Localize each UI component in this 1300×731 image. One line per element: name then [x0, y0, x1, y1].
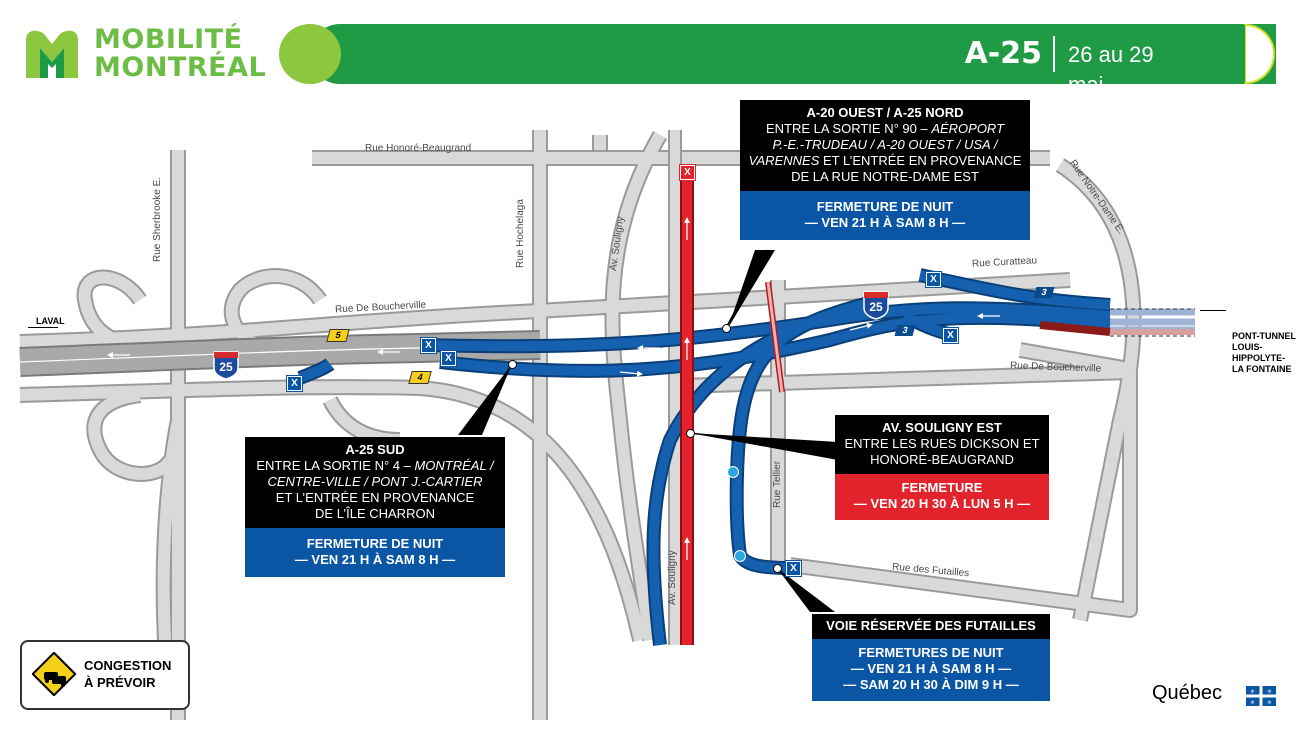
exit-3-sign: 3	[1033, 287, 1055, 298]
closure-title: A-25 SUD	[345, 442, 405, 457]
closure-time: — VEN 21 H À SAM 8 H —	[294, 552, 456, 567]
congestion-line-2: À PRÉVOIR	[84, 675, 156, 690]
closure-box-futailles: VOIE RÉSERVÉE DES FUTAILLES FERMETURES D…	[812, 614, 1050, 701]
date-range: 26 au 29 mai	[1068, 42, 1154, 97]
bike-icon	[734, 550, 746, 562]
street-label-sherbrooke: Rue Sherbrooke E.	[152, 176, 163, 262]
closure-x-icon: X	[679, 164, 696, 181]
laval-arrow-icon	[28, 327, 58, 328]
closure-desc-line: ENTRE LES RUES DICKSON ET	[844, 436, 1040, 451]
tunnel-arrow-icon	[1200, 310, 1226, 311]
closure-box-souligny: AV. SOULIGNY EST ENTRE LES RUES DICKSON …	[835, 415, 1049, 520]
pont-tunnel-line: PONT-TUNNEL	[1232, 331, 1296, 341]
exit-3-sign: 3	[894, 325, 916, 336]
closure-desc-line: P.-E.-TRUDEAU / A-20 OUEST / USA /	[772, 137, 998, 152]
marker-pin	[722, 324, 731, 333]
highway-shield-icon	[862, 290, 890, 320]
header-bar	[310, 24, 1276, 84]
closure-desc-line: ET L’ENTRÉE EN PROVENANCE	[275, 490, 475, 505]
government-wordmark: Québec	[1152, 682, 1223, 704]
logo-icon	[22, 26, 82, 82]
closure-desc-line: VARENNES ET L’ENTRÉE EN PROVENANCE	[748, 153, 1022, 168]
exit-5-sign: 5	[326, 329, 350, 342]
header-divider	[1053, 36, 1055, 72]
header-dot-icon	[279, 24, 341, 84]
closure-time: — VEN 21 H À SAM 8 H —	[804, 215, 966, 230]
laval-label: LAVAL	[36, 316, 65, 326]
street-label-souligny-south: Av. Souligny	[667, 550, 678, 605]
closure-status: FERMETURE DE NUIT	[306, 536, 444, 551]
highway-shield-icon	[212, 350, 240, 380]
closure-title: AV. SOULIGNY EST	[882, 420, 1002, 435]
svg-text:⚜: ⚜	[1250, 689, 1255, 696]
logo-line-1: MOBILITÉ	[94, 24, 243, 55]
half-circle-icon	[1214, 23, 1276, 85]
closure-time: — VEN 21 H À SAM 8 H —	[850, 661, 1012, 676]
marker-pin	[773, 564, 782, 573]
congestion-line-1: CONGESTION	[84, 658, 172, 673]
closure-desc-line: DE LA RUE NOTRE-DAME EST	[791, 169, 979, 184]
street-label-hochelaga: Rue Hochelaga	[515, 199, 526, 268]
closure-time: — SAM 20 H 30 À DIM 9 H —	[843, 677, 1019, 692]
closure-box-a20: A-20 OUEST / A-25 NORD ENTRE LA SORTIE N…	[740, 100, 1030, 240]
pont-tunnel-line: LOUIS-HIPPOLYTE-	[1232, 342, 1286, 363]
congestion-text: CONGESTION À PRÉVOIR	[84, 657, 171, 691]
closure-x-icon: X	[440, 350, 457, 367]
closure-x-icon: X	[785, 560, 802, 577]
quebec-flag-icon: ⚜ ⚜ ⚜ ⚜	[1246, 686, 1276, 707]
svg-text:⚜: ⚜	[1267, 689, 1272, 696]
closure-desc-line: HONORÉ-BEAUGRAND	[870, 452, 1014, 467]
closure-x-icon: X	[942, 327, 959, 344]
closure-desc-line: DE L’ÎLE CHARRON	[315, 506, 435, 521]
exit-4-sign: 4	[408, 371, 432, 384]
pont-tunnel-label: PONT-TUNNEL LOUIS-HIPPOLYTE- LA FONTAINE	[1232, 331, 1300, 375]
svg-text:⚜: ⚜	[1250, 700, 1255, 707]
bike-icon	[727, 466, 739, 478]
congestion-legend: CONGESTION À PRÉVOIR	[20, 640, 190, 710]
street-label-tellier: Rue Tellier	[772, 460, 783, 508]
closure-x-icon: X	[925, 271, 942, 288]
marker-pin	[508, 360, 517, 369]
closure-status: FERMETURES DE NUIT	[858, 645, 1004, 660]
closure-box-a25-sud: A-25 SUD ENTRE LA SORTIE N° 4 – MONTRÉAL…	[245, 437, 505, 577]
route-title: A-25	[964, 36, 1042, 71]
closure-status: FERMETURE	[901, 480, 983, 495]
highway-shield-number: 25	[869, 300, 883, 314]
closure-status: FERMETURE DE NUIT	[816, 199, 954, 214]
closure-title: A-20 OUEST / A-25 NORD	[806, 105, 964, 120]
street-label-honore-beaugrand: Rue Honoré-Beaugrand	[365, 143, 472, 154]
congestion-warning-icon	[31, 651, 77, 697]
closure-x-icon: X	[420, 337, 437, 354]
closure-x-icon: X	[286, 375, 303, 392]
logo-line-2: MONTRÉAL	[94, 52, 267, 83]
pont-tunnel-line: LA FONTAINE	[1232, 364, 1292, 374]
highway-shield-number: 25	[219, 360, 233, 374]
svg-text:⚜: ⚜	[1267, 700, 1272, 707]
closure-desc-line: ENTRE LA SORTIE N° 90 – AÉROPORT	[765, 121, 1005, 136]
closure-title: VOIE RÉSERVÉE DES FUTAILLES	[826, 618, 1036, 633]
closure-desc-line: CENTRE-VILLE / PONT J.-CARTIER	[267, 474, 483, 489]
marker-pin	[686, 429, 695, 438]
closure-desc-line: ENTRE LA SORTIE N° 4 – MONTRÉAL /	[256, 458, 494, 473]
closure-time: — VEN 20 H 30 À LUN 5 H —	[853, 496, 1031, 511]
logo-text: MOBILITÉ MONTRÉAL	[94, 26, 266, 82]
